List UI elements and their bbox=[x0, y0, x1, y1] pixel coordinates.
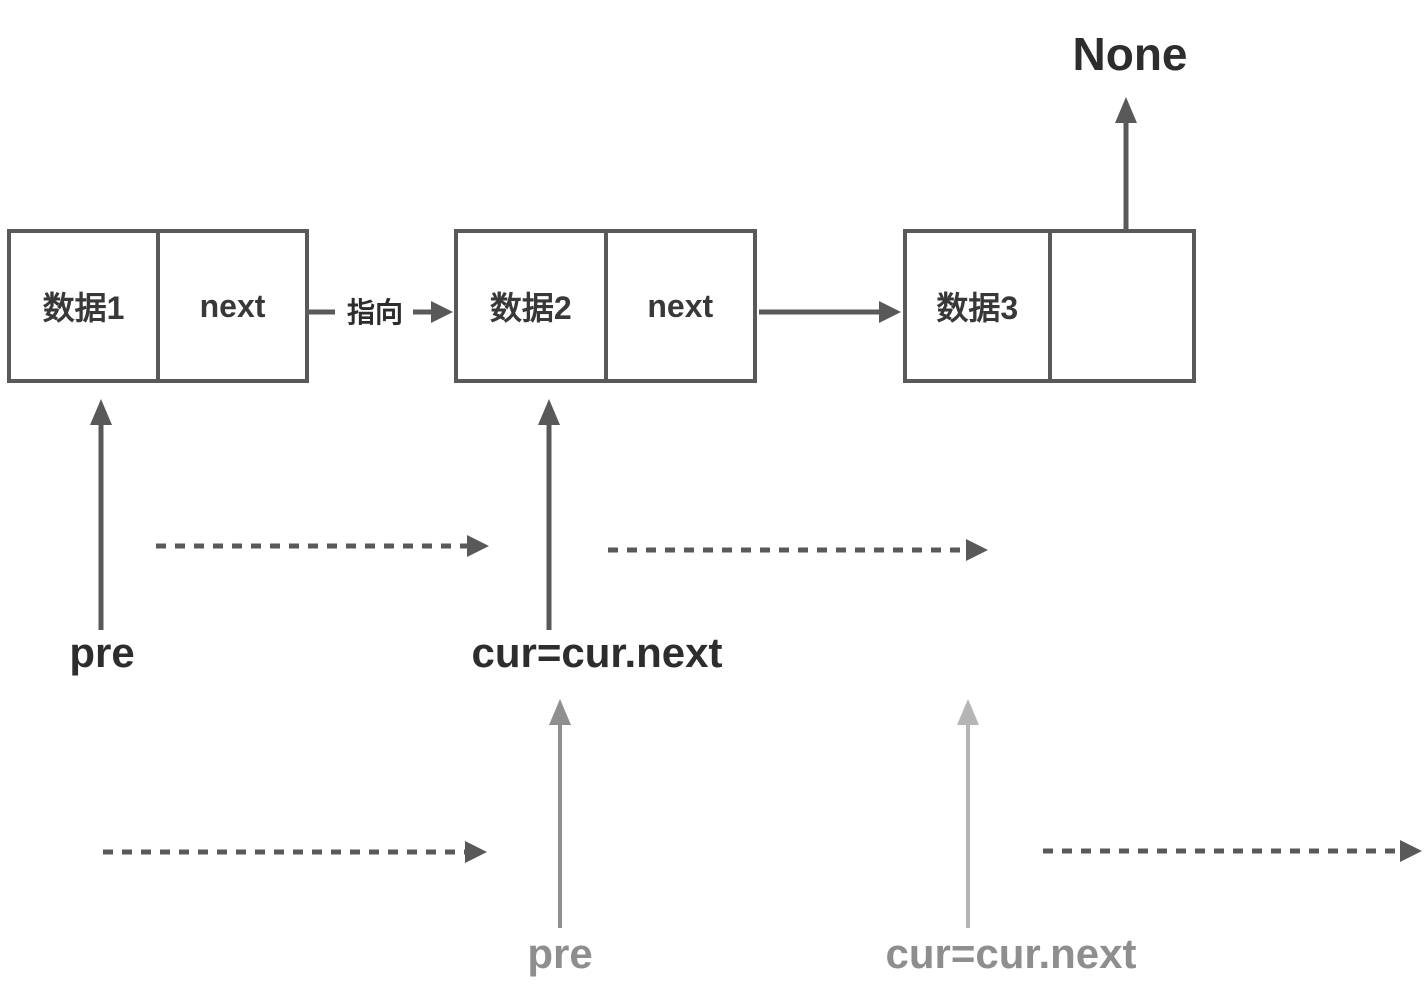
pre-label-next-step: pre bbox=[527, 930, 593, 977]
arrowhead-right-icon bbox=[431, 301, 453, 323]
node1-data-cell: 数据1 bbox=[11, 233, 160, 379]
arrowhead-up-icon bbox=[538, 399, 560, 425]
pointer-arrow-node2-to-node3 bbox=[759, 301, 901, 323]
node2-data-cell: 数据2 bbox=[458, 233, 608, 379]
arrowhead-right-icon bbox=[879, 301, 901, 323]
arrowhead-up-icon bbox=[549, 699, 571, 725]
cur-pointer-arrow-current bbox=[538, 399, 560, 630]
pre-pointer-arrow-next-step bbox=[549, 699, 571, 928]
pre-label-current: pre bbox=[69, 629, 135, 676]
dashed-move-arrow-cur-mid bbox=[608, 539, 988, 561]
arrowhead-right-icon bbox=[467, 535, 489, 557]
cur-label-current: cur=cur.next bbox=[471, 629, 723, 676]
arrowhead-right-icon bbox=[1400, 840, 1422, 862]
points-to-label: 指向 bbox=[346, 297, 404, 328]
none-label: None bbox=[1072, 28, 1188, 80]
pointer-arrow-node3-to-none bbox=[1115, 97, 1137, 230]
node1-next-cell: next bbox=[160, 233, 305, 379]
dashed-move-arrow-bottom-left bbox=[103, 841, 487, 863]
node1-next-label: next bbox=[199, 287, 266, 324]
arrowhead-right-icon bbox=[465, 841, 487, 863]
node3-next-cell bbox=[1052, 233, 1193, 379]
node1-data-label: 数据1 bbox=[42, 290, 125, 326]
arrowhead-up-icon bbox=[1115, 97, 1137, 123]
arrowhead-up-icon bbox=[90, 399, 112, 425]
list-node-1: 数据1 next bbox=[7, 229, 309, 383]
pointer-arrow-node1-to-node2 bbox=[309, 301, 453, 323]
dashed-move-arrow-pre-mid bbox=[156, 535, 489, 557]
node2-next-label: next bbox=[647, 287, 714, 324]
cur-label-next-step: cur=cur.next bbox=[885, 930, 1137, 977]
arrowhead-up-icon bbox=[957, 699, 979, 725]
dashed-move-arrow-bottom-right bbox=[1043, 840, 1422, 862]
list-node-2: 数据2 next bbox=[454, 229, 757, 383]
node3-data-cell: 数据3 bbox=[907, 233, 1052, 379]
node2-next-cell: next bbox=[608, 233, 754, 379]
node2-data-label: 数据2 bbox=[489, 290, 572, 326]
pre-pointer-arrow-current bbox=[90, 399, 112, 630]
arrowhead-right-icon bbox=[966, 539, 988, 561]
node3-data-label: 数据3 bbox=[936, 290, 1019, 326]
list-node-3: 数据3 bbox=[903, 229, 1196, 383]
cur-pointer-arrow-next-step bbox=[957, 699, 979, 928]
